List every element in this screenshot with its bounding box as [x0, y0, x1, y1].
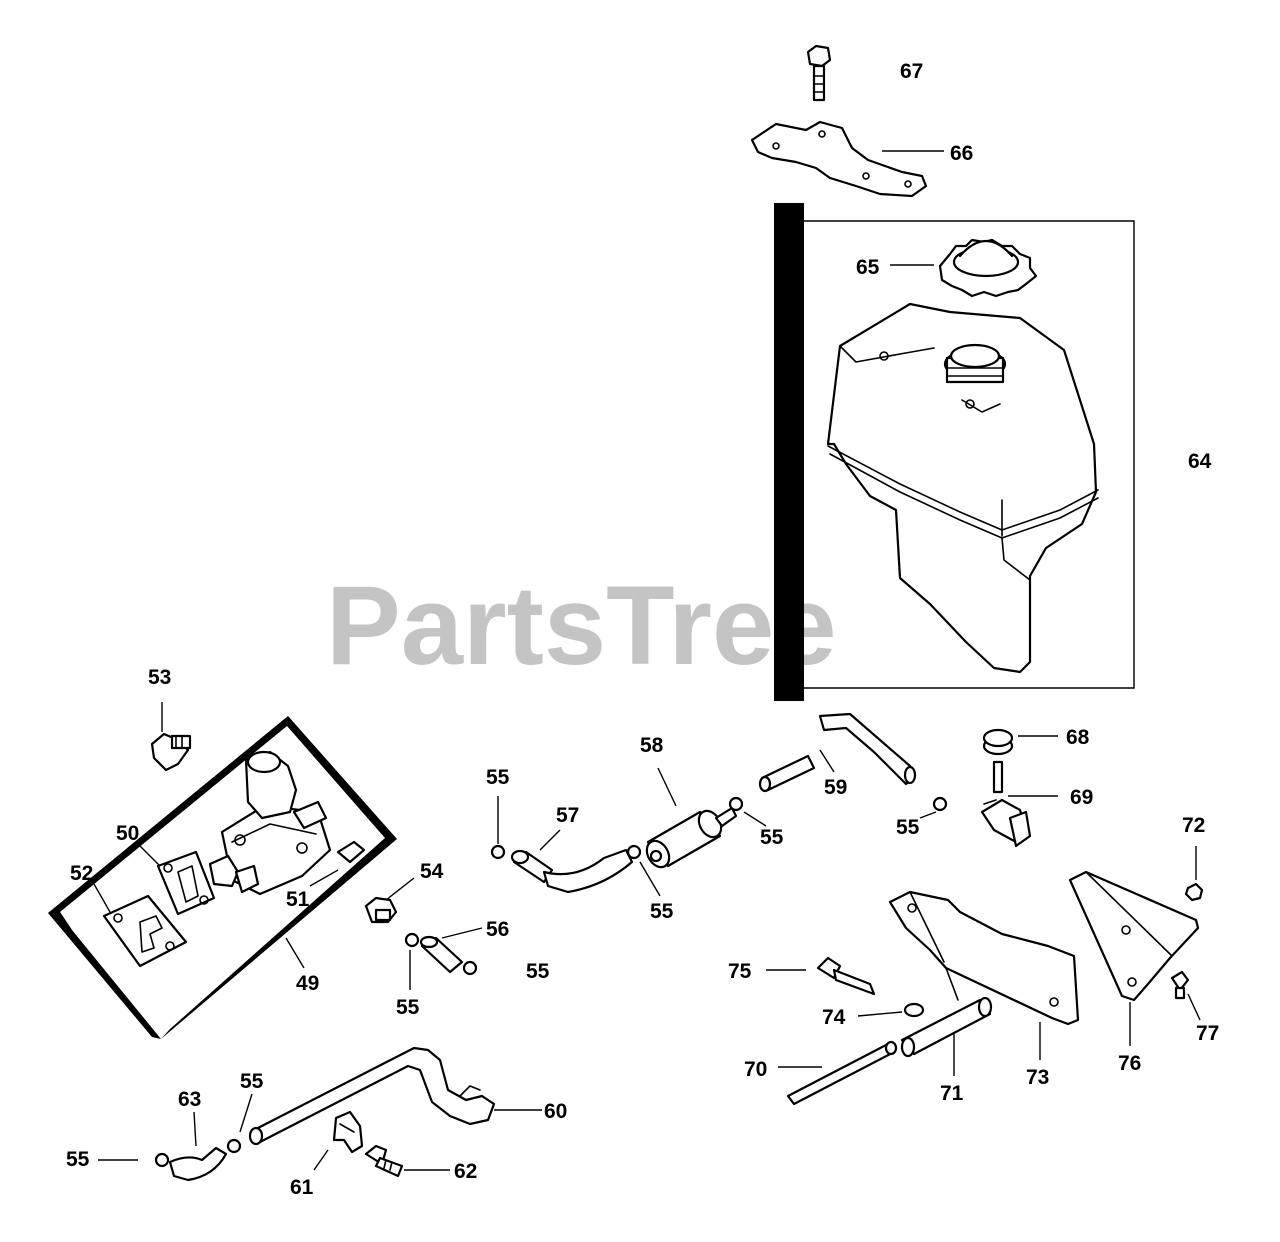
- callout-57: 57: [556, 804, 579, 827]
- callout-68: 68: [1066, 726, 1090, 749]
- part-64-frame-bar: [774, 203, 804, 701]
- part-54-fitting[interactable]: [364, 896, 398, 924]
- callout-51: 51: [286, 888, 310, 911]
- part-60-fuel-line[interactable]: [248, 1046, 496, 1146]
- part-76-bracket[interactable]: [1068, 870, 1200, 1002]
- part-57-hose[interactable]: [510, 848, 634, 894]
- callout-62: 62: [454, 1160, 477, 1183]
- part-64-fuel-tank[interactable]: [826, 302, 1099, 674]
- callout-67: 67: [900, 60, 923, 83]
- callout-60: 60: [544, 1100, 567, 1123]
- callout-76: 76: [1118, 1052, 1141, 1075]
- part-64-frame: [804, 220, 1135, 689]
- part-67-bolt[interactable]: [806, 44, 832, 102]
- callout-72: 72: [1182, 814, 1205, 837]
- callout-55-b: 55: [760, 826, 784, 849]
- callout-50: 50: [116, 822, 139, 845]
- callout-73: 73: [1026, 1066, 1049, 1089]
- part-58-fuel-filter[interactable]: [642, 806, 738, 871]
- callout-65: 65: [856, 256, 880, 279]
- part-55-clamp-d[interactable]: [154, 1138, 242, 1168]
- callout-54: 54: [420, 860, 444, 883]
- watermark-text: PartsTree: [326, 563, 837, 688]
- callout-55-d: 55: [650, 900, 674, 923]
- part-65-fuel-cap[interactable]: [938, 238, 1038, 298]
- callout-56: 56: [486, 918, 509, 941]
- callout-49: 49: [296, 972, 319, 995]
- part-61-clip[interactable]: [332, 1110, 364, 1154]
- part-50-gasket[interactable]: [156, 850, 216, 916]
- callout-52: 52: [70, 862, 93, 885]
- callout-64: 64: [1188, 450, 1212, 473]
- callout-66: 66: [950, 142, 973, 165]
- callout-71: 71: [940, 1082, 964, 1105]
- callout-55-f: 55: [396, 996, 420, 1019]
- callout-55-h: 55: [66, 1148, 90, 1171]
- callout-55-a: 55: [486, 766, 510, 789]
- part-62-bolt[interactable]: [364, 1144, 404, 1178]
- part-73-mounting-bracket[interactable]: [888, 890, 1080, 1026]
- part-70-rod[interactable]: [786, 1040, 898, 1106]
- callout-69: 69: [1070, 786, 1093, 809]
- callout-77: 77: [1196, 1022, 1219, 1045]
- part-63-hose[interactable]: [168, 1146, 228, 1182]
- part-66-bracket[interactable]: [750, 120, 928, 198]
- callout-75: 75: [728, 960, 752, 983]
- part-72-nut[interactable]: [1184, 882, 1204, 902]
- callout-63: 63: [178, 1088, 201, 1111]
- part-51-fuel-pump[interactable]: [208, 750, 366, 896]
- callout-55-e: 55: [526, 960, 550, 983]
- part-52-gasket[interactable]: [102, 894, 188, 968]
- callout-74: 74: [822, 1006, 846, 1029]
- part-69-shutoff-valve[interactable]: [980, 760, 1032, 848]
- part-55-clamp-b[interactable]: [490, 844, 642, 860]
- part-75-bolt[interactable]: [816, 956, 876, 996]
- part-74-washer[interactable]: [903, 1002, 925, 1018]
- callout-55-c: 55: [896, 816, 920, 839]
- part-71-sleeve[interactable]: [900, 996, 993, 1058]
- part-77-screw[interactable]: [1170, 970, 1190, 1000]
- part-55-clamp-c[interactable]: [728, 796, 948, 812]
- part-55-clamp-a[interactable]: [404, 932, 478, 976]
- part-59-hose[interactable]: [758, 712, 917, 793]
- part-53-elbow-fitting[interactable]: [150, 732, 192, 772]
- callout-58: 58: [640, 734, 664, 757]
- part-68-grommet[interactable]: [982, 728, 1014, 756]
- callout-70: 70: [744, 1058, 767, 1081]
- callout-59: 59: [824, 776, 847, 799]
- callout-55-g: 55: [240, 1070, 264, 1093]
- callout-53: 53: [148, 666, 171, 689]
- callout-61: 61: [290, 1176, 314, 1199]
- part-56-hose[interactable]: [419, 935, 464, 974]
